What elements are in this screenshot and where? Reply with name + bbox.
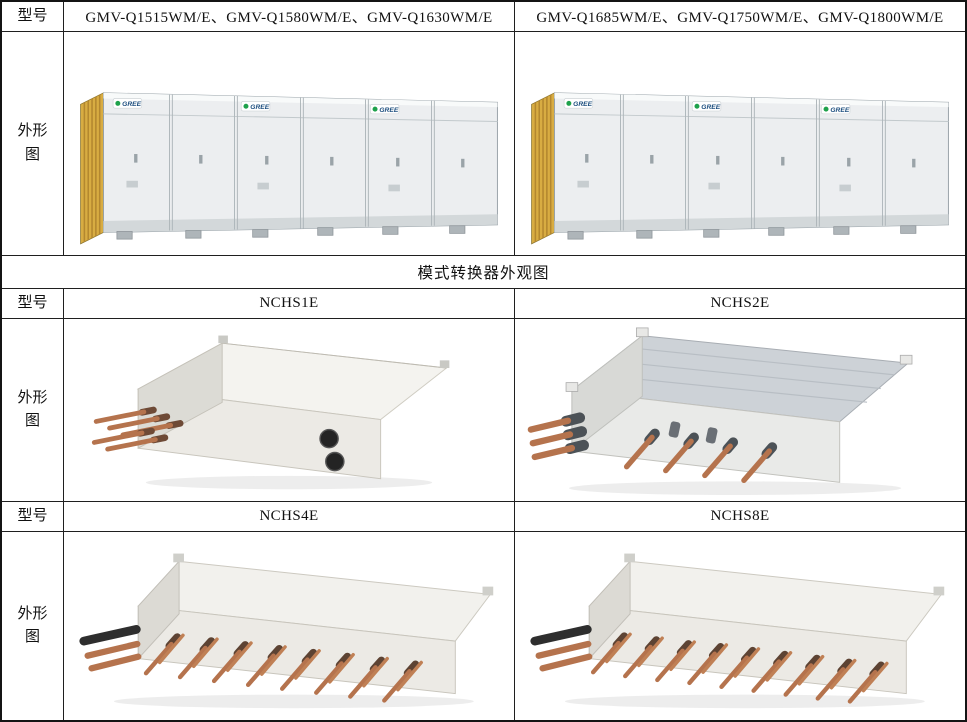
row6-model-label-cell: 型号 [2, 502, 64, 532]
gree-logo-badge: GREE GREE GREE [563, 98, 851, 115]
section-header-text: 模式转换器外观图 [417, 265, 550, 282]
row1-model-label-cell: 型号 [2, 2, 64, 32]
converter-model-nchs4e: NCHS4E [64, 502, 515, 532]
converter-model-nchs1e: NCHS1E [64, 289, 515, 319]
model-label-text: 型号 [17, 507, 48, 524]
nchs4e-image-cell [64, 532, 515, 720]
gree-logo-text: GREE [250, 104, 269, 111]
converter-model-nchs8e: NCHS8E [515, 502, 965, 532]
outdoor-models-group-b: GMV-Q1685WM/E、GMV-Q1750WM/E、GMV-Q1800WM/… [515, 2, 965, 32]
outdoor-units-photo-a: GREE GREE GREE [80, 92, 498, 245]
outdoor-unit-image-cell-b: GREE GREE GREE [515, 32, 965, 256]
row4-model-label-cell: 型号 [2, 289, 64, 319]
gree-logo-text: GREE [379, 107, 398, 114]
gree-logo-text: GREE [830, 107, 849, 114]
nchs2e-photo [527, 327, 913, 496]
model-label-text: 型号 [17, 294, 48, 311]
outdoor-unit-image-cell-a: GREE GREE GREE [64, 32, 515, 256]
nchs2e-text: NCHS2E [710, 295, 770, 311]
gree-logo-text: GREE [701, 104, 720, 111]
model-label-text: 型号 [17, 7, 48, 24]
gree-logo-text: GREE [573, 101, 592, 108]
nchs8e-photo [530, 553, 945, 708]
row5-figure-label-cell: 外形图 [2, 319, 64, 502]
gree-logo-text: GREE [122, 101, 141, 108]
row7-figure-label-cell: 外形图 [2, 532, 64, 720]
nchs1e-photo [91, 335, 450, 490]
nchs2e-image-cell [515, 319, 965, 502]
outdoor-models-a-text: GMV-Q1515WM/E、GMV-Q1580WM/E、GMV-Q1630WM/… [85, 10, 493, 26]
figure-label-text: 外形图 [17, 389, 48, 429]
figure-label-text: 外形图 [17, 605, 48, 645]
outdoor-models-b-text: GMV-Q1685WM/E、GMV-Q1750WM/E、GMV-Q1800WM/… [536, 10, 944, 26]
nchs1e-text: NCHS1E [259, 295, 319, 311]
converter-model-nchs2e: NCHS2E [515, 289, 965, 319]
nchs4e-photo [79, 553, 494, 708]
figure-label-text: 外形图 [17, 123, 48, 163]
outdoor-units-photo-b: GREE GREE GREE [531, 92, 949, 245]
nchs1e-image-cell [64, 319, 515, 502]
gree-logo-badge: GREE GREE GREE [112, 98, 400, 115]
row2-figure-label-cell: 外形图 [2, 32, 64, 256]
nchs8e-image-cell [515, 532, 965, 720]
nchs4e-text: NCHS4E [259, 508, 319, 524]
nchs8e-text: NCHS8E [710, 508, 770, 524]
outdoor-models-group-a: GMV-Q1515WM/E、GMV-Q1580WM/E、GMV-Q1630WM/… [64, 2, 515, 32]
section-header: 模式转换器外观图 [2, 256, 965, 289]
